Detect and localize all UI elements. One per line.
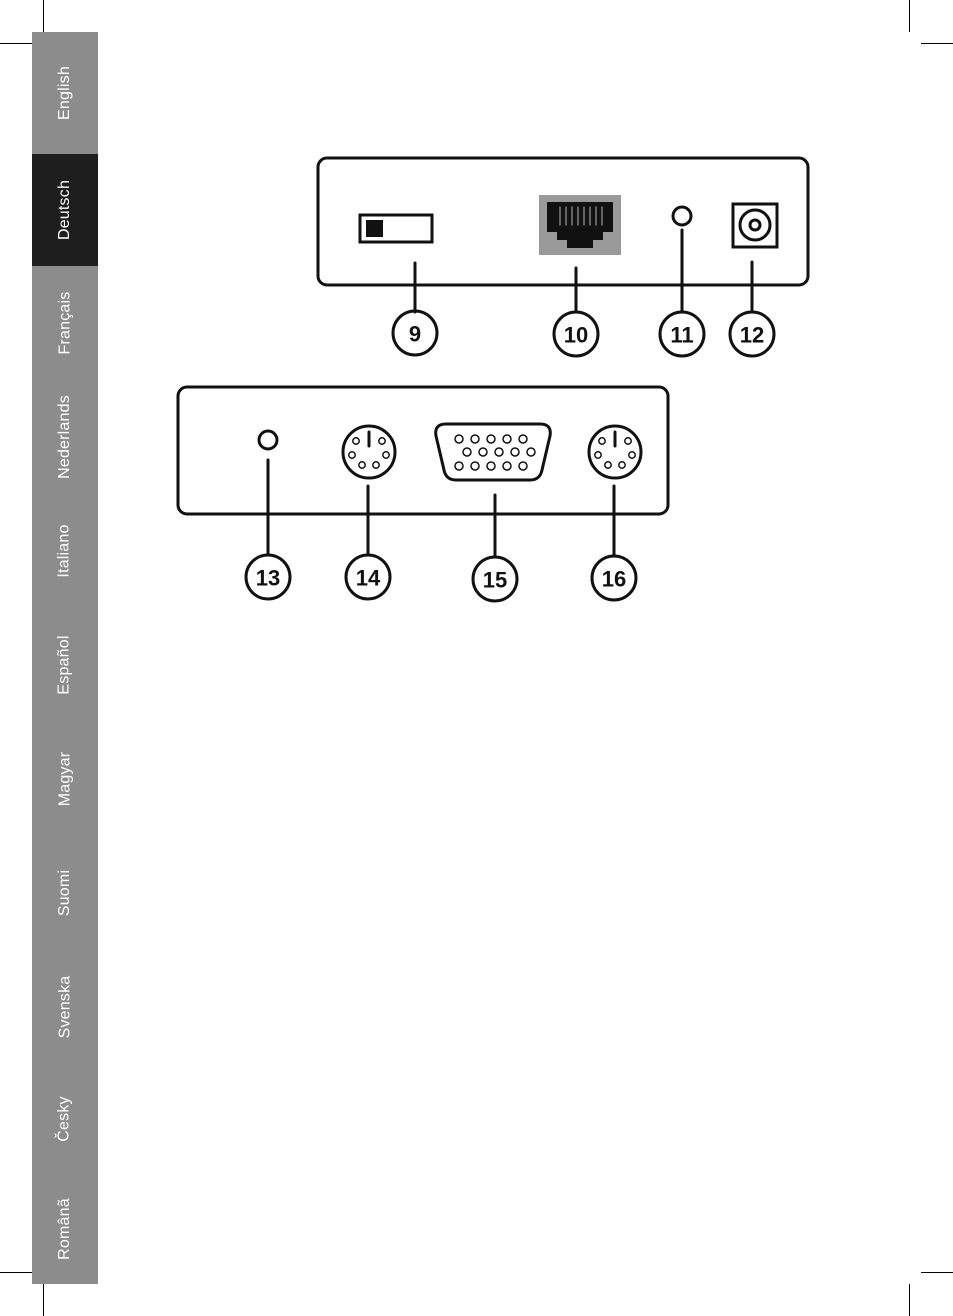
slide-switch-icon — [360, 215, 432, 242]
led-indicator-icon — [259, 431, 277, 449]
ps2-port-icon — [343, 426, 395, 478]
callout-13: 13 — [256, 566, 280, 591]
callout-14: 14 — [356, 566, 381, 591]
callout-11: 11 — [670, 323, 693, 348]
callout-16: 16 — [602, 567, 626, 592]
vga-port-icon — [436, 424, 551, 480]
callout-9: 9 — [409, 322, 421, 347]
callout-10: 10 — [564, 323, 588, 348]
led-indicator-icon — [673, 207, 691, 225]
rj45-port-icon — [539, 195, 621, 255]
callout-12: 12 — [740, 323, 764, 348]
local-unit-panel — [178, 387, 668, 514]
callout-15: 15 — [483, 568, 507, 593]
ps2-port-icon — [589, 426, 641, 478]
dc-power-jack-icon — [733, 204, 777, 247]
